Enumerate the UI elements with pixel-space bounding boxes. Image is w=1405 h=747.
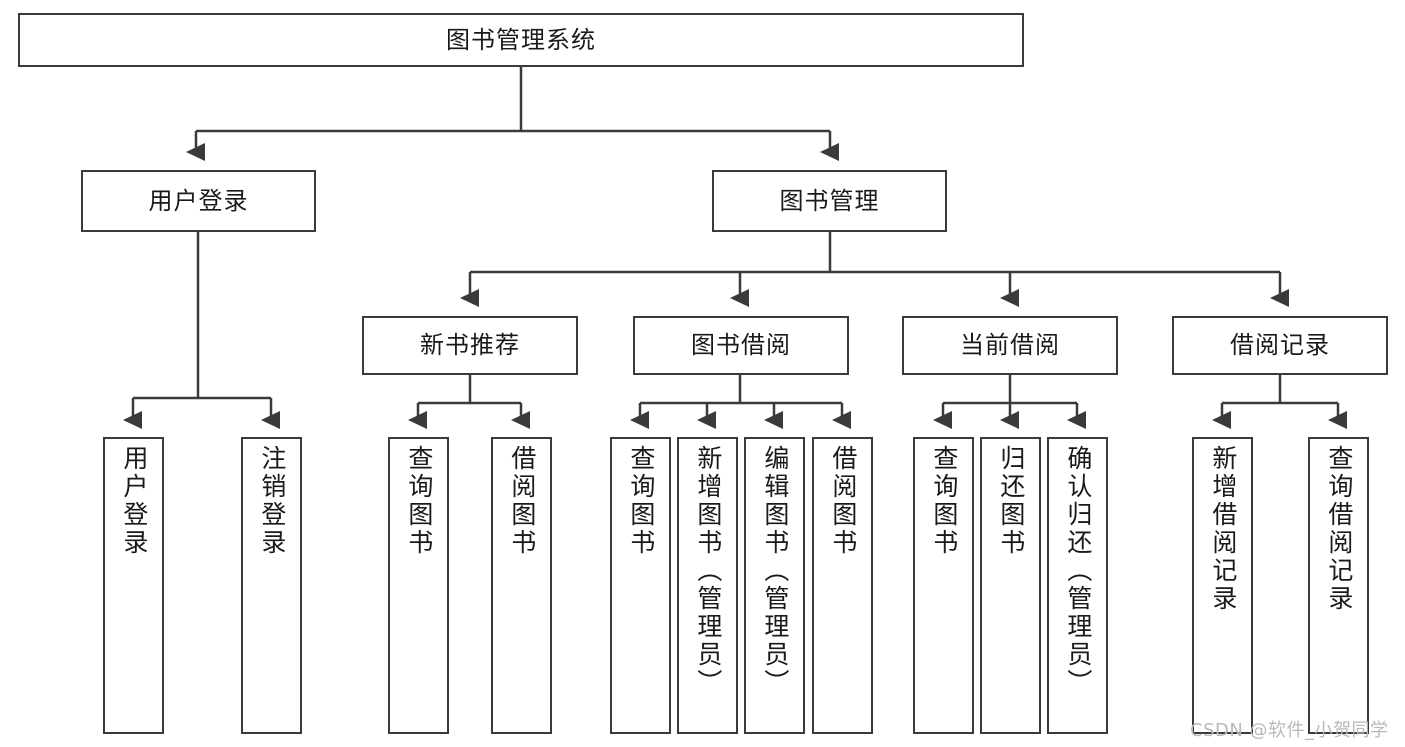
node-new-book-recommend[interactable]: 新书推荐 (362, 316, 578, 375)
node-label: 借阅图书 (507, 445, 537, 557)
node-label: 图书管理系统 (446, 25, 596, 54)
node-label: 借阅记录 (1230, 331, 1330, 360)
node-root-system[interactable]: 图书管理系统 (18, 13, 1024, 67)
node-label: 查询图书 (404, 445, 434, 557)
node-label: 查询图书 (929, 445, 959, 557)
node-label: 新书推荐 (420, 331, 520, 360)
csdn-watermark: CSDN @软件_小贺同学 (1190, 720, 1389, 741)
leaf-user-login-login[interactable]: 用户登录 (103, 437, 164, 734)
leaf-recommend-query-book[interactable]: 查询图书 (388, 437, 449, 734)
node-label: 用户登录 (148, 186, 249, 215)
leaf-borrow-query-book[interactable]: 查询图书 (610, 437, 671, 734)
leaf-borrow-edit-book-admin[interactable]: 编辑图书（管理员） (744, 437, 805, 734)
node-book-borrow[interactable]: 图书借阅 (633, 316, 849, 375)
leaf-recommend-borrow-book[interactable]: 借阅图书 (491, 437, 552, 734)
node-label: 图书借阅 (691, 331, 791, 360)
node-book-management[interactable]: 图书管理 (712, 170, 947, 232)
leaf-current-query-book[interactable]: 查询图书 (913, 437, 974, 734)
node-label: 图书管理 (779, 186, 880, 215)
node-user-login[interactable]: 用户登录 (81, 170, 316, 232)
node-label: 新增图书（管理员） (693, 445, 723, 697)
node-label: 用户登录 (119, 445, 149, 557)
node-label: 确认归还（管理员） (1063, 445, 1093, 697)
node-label: 注销登录 (257, 445, 287, 557)
node-label: 新增借阅记录 (1208, 445, 1238, 613)
leaf-current-return-book[interactable]: 归还图书 (980, 437, 1041, 734)
leaf-current-confirm-return-admin[interactable]: 确认归还（管理员） (1047, 437, 1108, 734)
node-label: 编辑图书（管理员） (760, 445, 790, 697)
leaf-user-login-logout[interactable]: 注销登录 (241, 437, 302, 734)
leaf-record-query-record[interactable]: 查询借阅记录 (1308, 437, 1369, 734)
node-label: 借阅图书 (828, 445, 858, 557)
node-current-borrow[interactable]: 当前借阅 (902, 316, 1118, 375)
node-label: 查询借阅记录 (1324, 445, 1354, 613)
node-label: 当前借阅 (960, 331, 1060, 360)
leaf-borrow-borrow-book[interactable]: 借阅图书 (812, 437, 873, 734)
leaf-borrow-add-book-admin[interactable]: 新增图书（管理员） (677, 437, 738, 734)
leaf-record-add-record[interactable]: 新增借阅记录 (1192, 437, 1253, 734)
node-borrow-record[interactable]: 借阅记录 (1172, 316, 1388, 375)
node-label: 归还图书 (996, 445, 1026, 557)
node-label: 查询图书 (626, 445, 656, 557)
